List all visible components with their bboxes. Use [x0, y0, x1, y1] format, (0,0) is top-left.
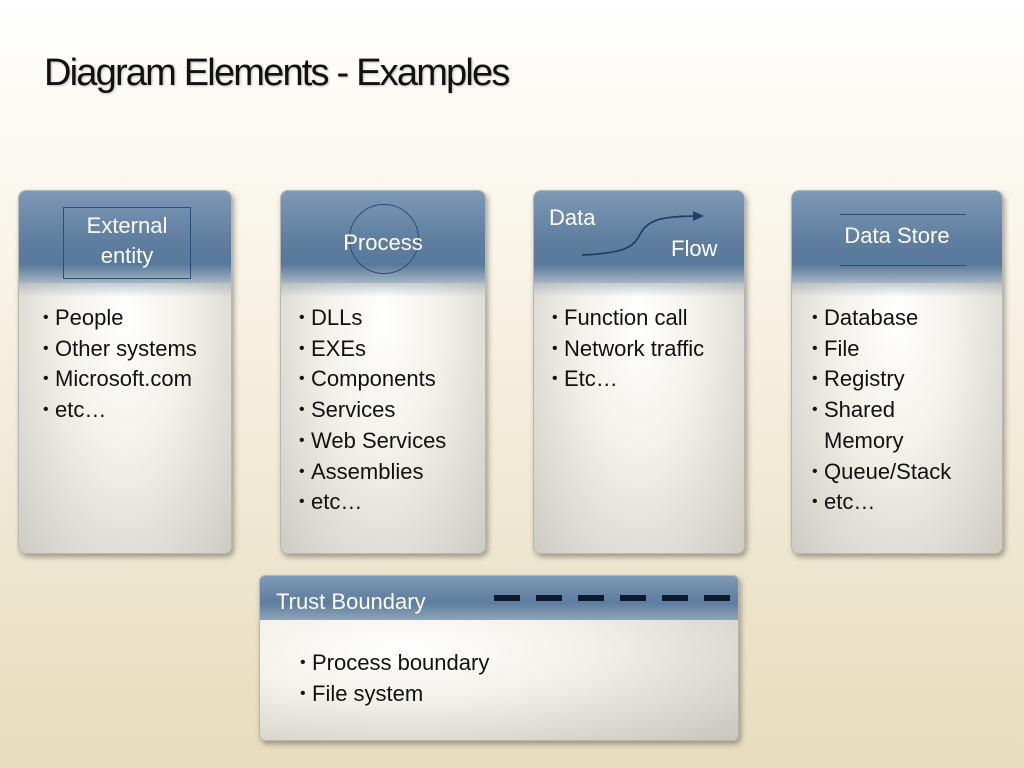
list-item: Assemblies: [299, 457, 446, 488]
list-item: Network traffic: [552, 334, 704, 365]
list-item: etc…: [299, 487, 446, 518]
data-flow-label-data: Data: [549, 205, 596, 230]
data-flow-list: Function call Network traffic Etc…: [552, 303, 704, 395]
list-item: Registry: [812, 364, 951, 395]
data-flow-header: Data Flow: [534, 191, 744, 297]
list-item: etc…: [43, 395, 197, 426]
trust-boundary-header: Trust Boundary: [260, 576, 738, 620]
list-item: etc…: [812, 487, 951, 518]
trust-boundary-list: Process boundary File system: [300, 648, 489, 709]
trust-boundary-card: Trust Boundary Process boundary File sys…: [259, 575, 739, 741]
process-label: Process: [343, 230, 423, 255]
list-item: Database: [812, 303, 951, 334]
external-entity-label: External entity: [63, 211, 191, 271]
external-entity-card: External entity People Other systems Mic…: [18, 190, 232, 554]
list-item: DLLs: [299, 303, 446, 334]
list-item: EXEs: [299, 334, 446, 365]
list-item: People: [43, 303, 197, 334]
list-item: Process boundary: [300, 648, 489, 679]
curved-arrow-icon: [581, 211, 704, 256]
list-item: Function call: [552, 303, 704, 334]
data-store-top-line: [840, 214, 966, 215]
list-item: Etc…: [552, 364, 704, 395]
list-item: Shared Memory: [812, 395, 934, 456]
external-entity-list: People Other systems Microsoft.com etc…: [43, 303, 197, 426]
trust-boundary-label: Trust Boundary: [276, 589, 426, 614]
data-flow-label-flow: Flow: [671, 236, 718, 261]
list-item: Microsoft.com: [43, 364, 197, 395]
dashed-line-icon: [494, 595, 730, 601]
data-store-header: Data Store: [792, 191, 1002, 297]
external-entity-header: External entity: [19, 191, 231, 297]
data-flow-card: Data Flow Function call Network traffic …: [533, 190, 745, 554]
list-item: Services: [299, 395, 446, 426]
process-circle-icon: [349, 204, 419, 274]
list-item: Other systems: [43, 334, 197, 365]
list-item: File system: [300, 679, 489, 710]
external-entity-label-line1: External: [86, 213, 168, 238]
process-header: Process: [281, 191, 485, 297]
page-title: Diagram Elements - Examples: [44, 52, 510, 94]
list-item: Queue/Stack: [812, 457, 951, 488]
data-store-label: Data Store: [844, 223, 950, 248]
process-card: Process DLLs EXEs Components Services We…: [280, 190, 486, 554]
process-list: DLLs EXEs Components Services Web Servic…: [299, 303, 446, 518]
external-entity-label-line2: entity: [100, 243, 154, 268]
external-entity-rectangle-icon: [63, 207, 191, 279]
data-store-card: Data Store Database File Registry Shared…: [791, 190, 1003, 554]
list-item: Web Services: [299, 426, 446, 457]
data-store-list: Database File Registry Shared Memory Que…: [812, 303, 951, 518]
data-store-bottom-line: [840, 265, 966, 266]
list-item: File: [812, 334, 951, 365]
list-item: Components: [299, 364, 446, 395]
